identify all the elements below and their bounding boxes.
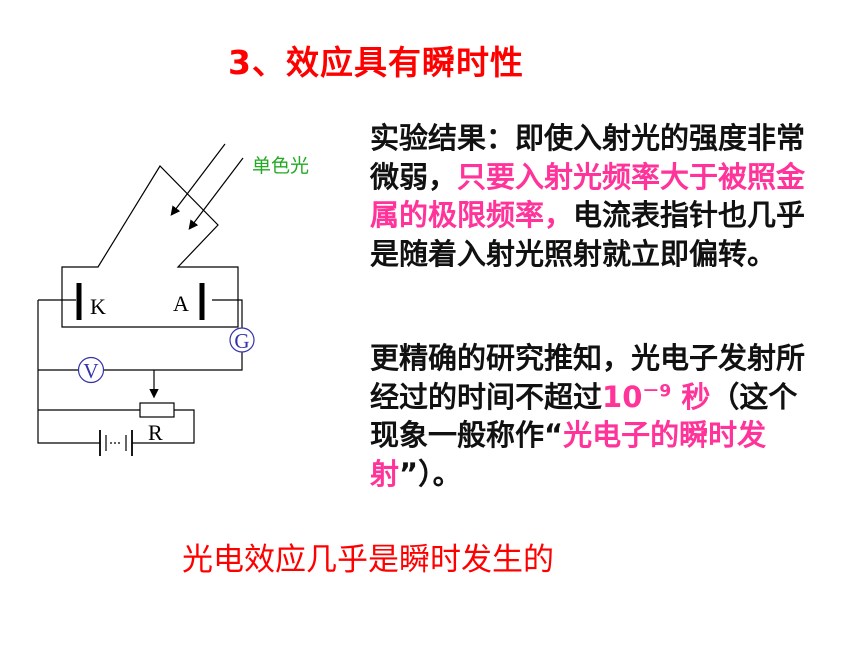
- rheostat-label: R: [148, 420, 163, 445]
- cathode-label: K: [90, 294, 106, 319]
- light-ray-2: [188, 157, 244, 230]
- voltmeter: [77, 356, 105, 384]
- research-mid-text: （这个现象一般称作“: [370, 379, 798, 453]
- galvanometer-label: G: [234, 329, 249, 353]
- slide-title: 3、效应具有瞬时性: [228, 43, 524, 82]
- research-paragraph: 更精确的研究推知，光电子发射所经过的时间不超过10－9 秒（这个现象一般称作“光…: [370, 339, 820, 493]
- experiment-result-paragraph: 实验结果：即使入射光的强度非常微弱，只要入射光频率大于被照金属的极限频率，电流表…: [370, 119, 820, 273]
- light-label: 单色光: [252, 155, 309, 177]
- voltmeter-label: V: [83, 359, 98, 383]
- photoelectric-circuit-diagram: 单色光 K A G V R: [37, 143, 309, 456]
- galvanometer: [229, 327, 255, 353]
- research-lead-text: 更精确的研究推知，光电子发射所经过的时间不超过: [370, 341, 806, 414]
- research-highlight-text: 光电子的瞬时发射: [370, 418, 767, 491]
- result-tail-text: 电流表指针也几乎是随着入射光照射就立即偏转。: [370, 198, 806, 271]
- time-exponent: －9: [642, 380, 672, 401]
- light-ray-1: [170, 143, 226, 216]
- time-unit: 秒: [671, 379, 711, 414]
- phototube-outline: [61, 165, 239, 328]
- time-limit-value: 10－9 秒: [602, 380, 710, 414]
- conclusion-text: 光电效应几乎是瞬时发生的: [182, 542, 554, 578]
- anode-label: A: [173, 291, 189, 316]
- result-highlight-text: 只要入射光频率大于被照金属的极限频率，: [370, 159, 806, 233]
- result-lead-text: 实验结果：即使入射光的强度非常微弱，: [370, 121, 806, 194]
- research-tail-text: ”）。: [399, 456, 462, 491]
- time-base: 10: [602, 379, 643, 414]
- rheostat: [139, 402, 175, 418]
